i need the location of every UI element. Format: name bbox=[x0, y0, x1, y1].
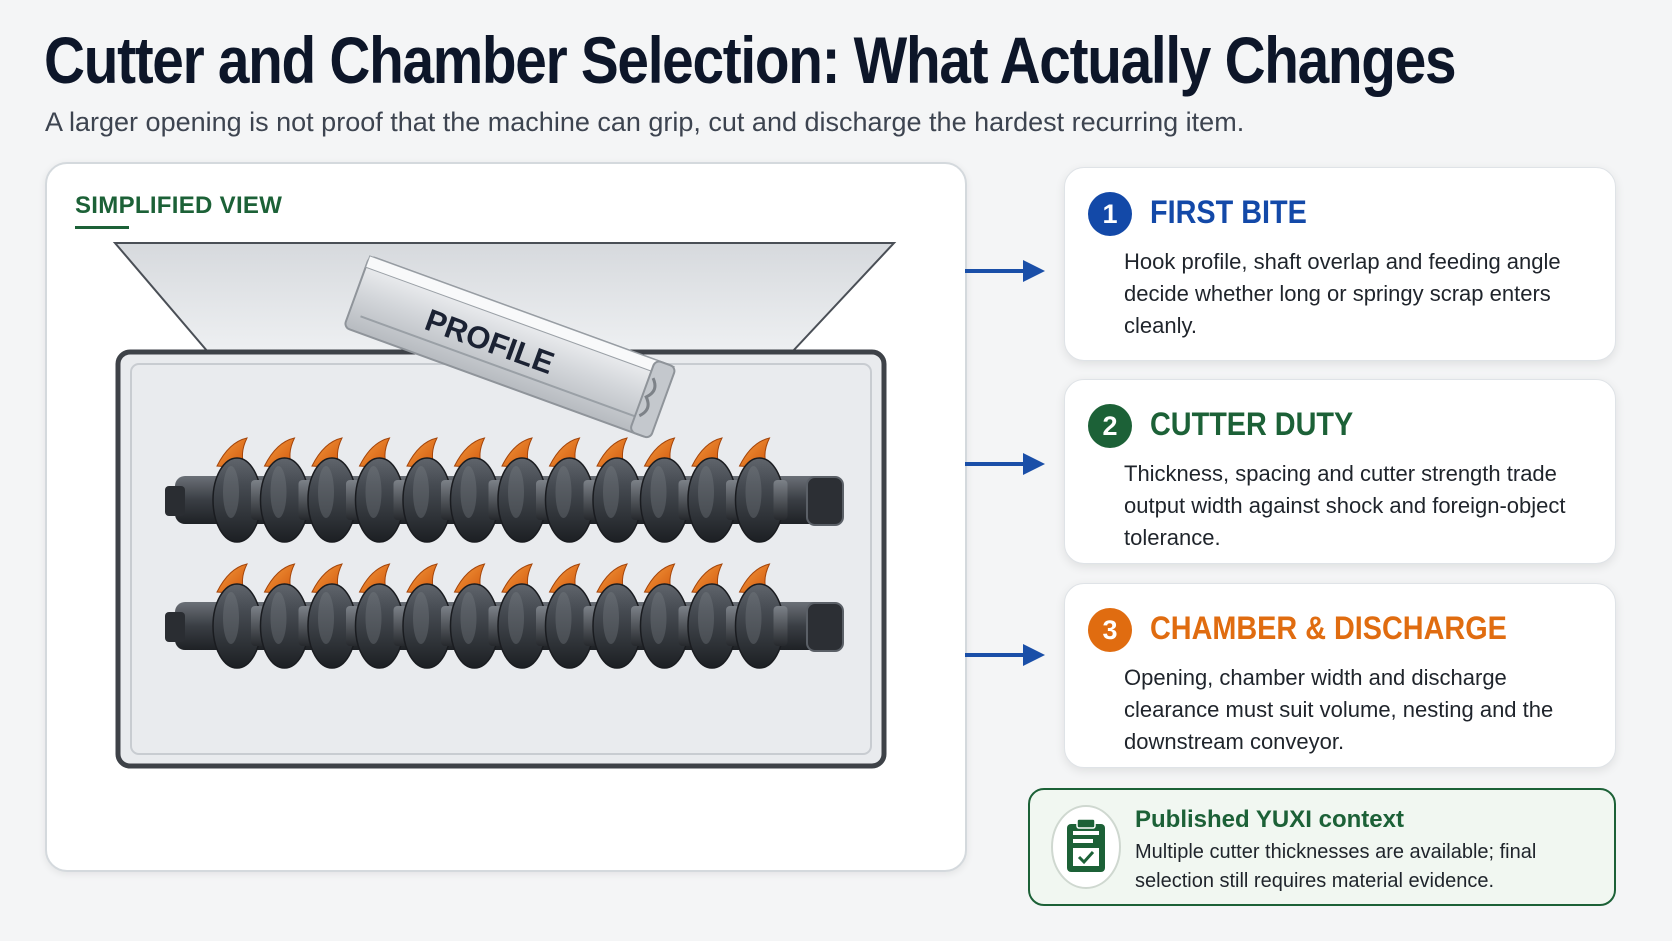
profile-workpiece: PROFILE bbox=[344, 255, 676, 439]
card-cutter-duty: 2 CUTTER DUTY Thickness, spacing and cut… bbox=[1064, 379, 1616, 564]
simplified-view-label: SIMPLIFIED VIEW bbox=[75, 192, 283, 219]
top-cutter-shaft bbox=[165, 437, 844, 543]
arrow-cutter-duty bbox=[965, 453, 1045, 475]
card-chamber-discharge: 3 CHAMBER & DISCHARGE Opening, chamber w… bbox=[1064, 583, 1616, 768]
context-title: Published YUXI context bbox=[1135, 806, 1404, 833]
number-badge-2: 2 bbox=[1088, 404, 1132, 448]
simplified-view-panel: SIMPLIFIED VIEW bbox=[45, 162, 967, 872]
card-body: Thickness, spacing and cutter strength t… bbox=[1124, 461, 1566, 550]
card-body: Opening, chamber width and discharge cle… bbox=[1124, 665, 1554, 754]
page-subtitle: A larger opening is not proof that the m… bbox=[45, 107, 1245, 137]
shredder-diagram: PROFILE bbox=[112, 242, 897, 769]
arrow-first-bite bbox=[965, 260, 1045, 282]
cutting-chamber bbox=[115, 349, 887, 769]
card-first-bite: 1 FIRST BITE Hook profile, shaft overlap… bbox=[1064, 167, 1616, 361]
bottom-cutter-shaft bbox=[165, 563, 844, 669]
page-title: Cutter and Chamber Selection: What Actua… bbox=[44, 23, 1457, 97]
context-body: Multiple cutter thicknesses are availabl… bbox=[1135, 841, 1537, 892]
arrow-chamber-discharge bbox=[965, 644, 1045, 666]
card-body: Hook profile, shaft overlap and feeding … bbox=[1124, 249, 1561, 338]
published-context-box: Published YUXI context Multiple cutter t… bbox=[1028, 788, 1616, 906]
card-title: FIRST BITE bbox=[1150, 194, 1307, 230]
section-underline bbox=[75, 226, 129, 229]
card-title: CUTTER DUTY bbox=[1150, 406, 1354, 442]
card-title: CHAMBER & DISCHARGE bbox=[1150, 610, 1507, 646]
number-badge-1: 1 bbox=[1088, 192, 1132, 236]
clipboard-check-icon bbox=[1051, 805, 1121, 889]
number-badge-3: 3 bbox=[1088, 608, 1132, 652]
